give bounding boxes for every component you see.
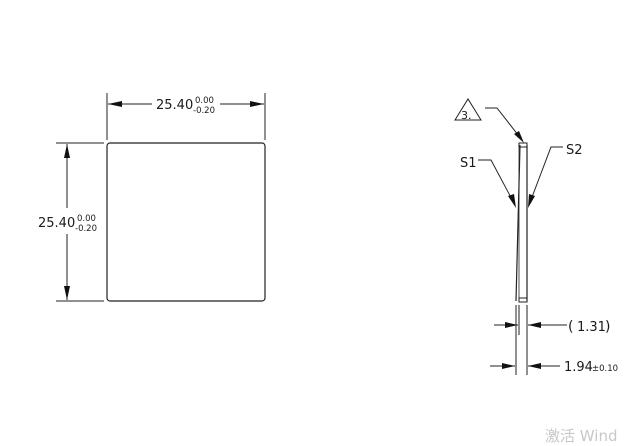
width-dim-upper-tol: 0.00 <box>195 96 214 106</box>
width-dim-lower-tol: -0.20 <box>193 106 215 116</box>
part-outline <box>106 142 266 302</box>
thickness-dim-nominal: 1.94 <box>564 360 593 375</box>
surface-label-s1: S1 <box>460 156 477 171</box>
width-dim-nominal: 25.40 <box>156 98 193 113</box>
side-view: 3. S1 S2 ( 1.31 ) 1.94 ±0.10 <box>454 98 618 375</box>
thickness-dim-tol: ±0.10 <box>592 364 618 374</box>
note-flag-number: 3. <box>461 109 472 122</box>
front-view: 25.40 0.00 -0.20 25.40 0.00 -0.20 <box>38 93 266 302</box>
height-dim-nominal: 25.40 <box>38 216 75 231</box>
height-dim-lower-tol: -0.20 <box>75 224 97 234</box>
surface-label-s2: S2 <box>566 143 583 158</box>
activation-watermark: 激活 Wind <box>545 427 618 445</box>
height-dim-upper-tol: 0.00 <box>77 214 96 224</box>
ref-dim-close: ) <box>605 319 610 335</box>
ref-dim-value: 1.31 <box>577 320 606 335</box>
ref-dim-open: ( <box>568 319 573 335</box>
note-flag-icon <box>454 98 482 121</box>
